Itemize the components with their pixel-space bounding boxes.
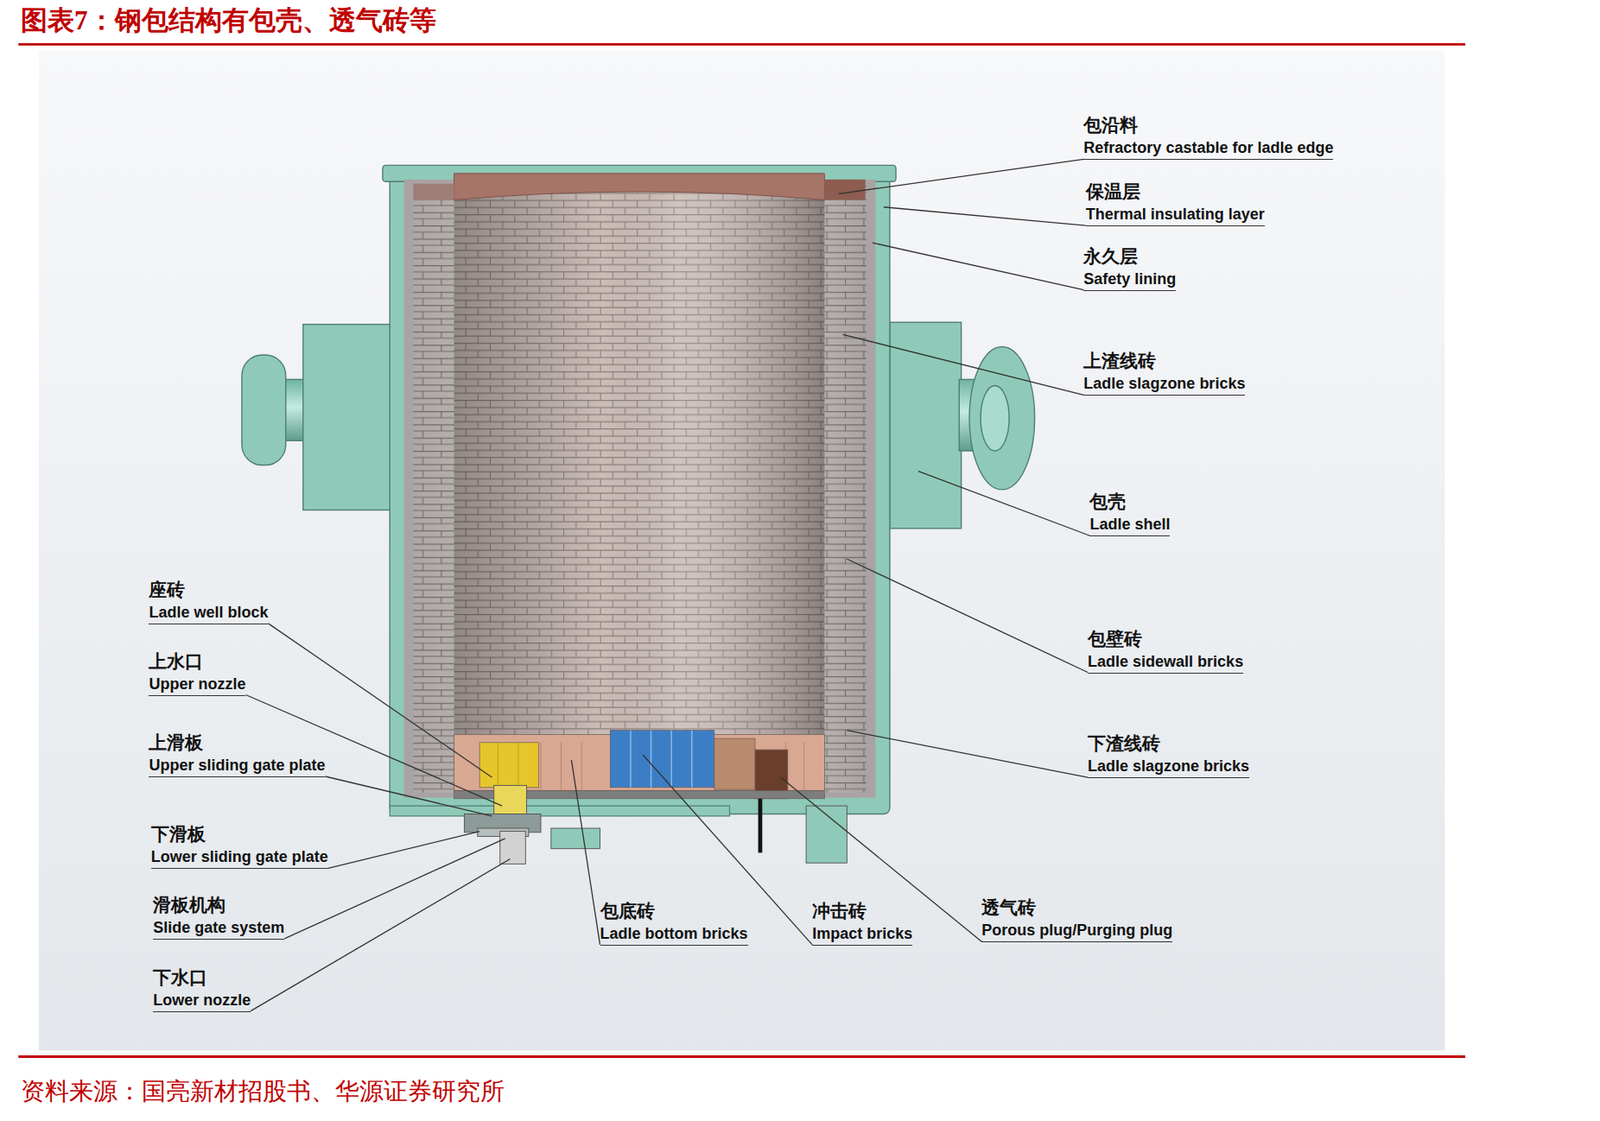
ladle-part [980, 385, 1010, 451]
leader-line [846, 730, 1088, 779]
ladle-part [500, 831, 527, 865]
leader-line [843, 334, 1085, 395]
leader-line [780, 777, 983, 942]
leader-line [324, 776, 492, 817]
ladle-part [303, 324, 392, 511]
ladle-part [241, 355, 286, 466]
part-name-en: Ladle sidewall bricks [1087, 653, 1244, 674]
ladle-part [412, 184, 454, 201]
part-name-en: Lower sliding gate plate [151, 848, 329, 870]
slide-gate [463, 785, 847, 864]
gas-tube [758, 799, 763, 854]
leader-line [883, 207, 1086, 226]
part-name-en: Ladle slagzone bricks [1087, 757, 1250, 779]
ladle-part [551, 828, 601, 850]
leader-line [872, 242, 1084, 291]
part-name-zh: 下渣线砖 [1087, 733, 1161, 755]
ladle-part [609, 730, 714, 788]
part-name-zh: 包沿料 [1083, 114, 1138, 136]
part-name-zh: 下水口 [152, 967, 208, 989]
part-name-en: Thermal insulating layer [1085, 205, 1265, 227]
part-name-zh: 包底砖 [600, 901, 655, 922]
part-name-en: Ladle well block [148, 603, 268, 625]
ladle-part [714, 738, 756, 790]
title: 图表7：钢包结构有包壳、透气砖等 [20, 5, 437, 37]
part-name-en: Ladle slagzone bricks [1083, 374, 1245, 396]
part-name-zh: 滑板机构 [152, 895, 226, 916]
part-name-zh: 透气砖 [981, 897, 1036, 919]
part-name-zh: 上水口 [148, 651, 204, 673]
part-name-en: Upper sliding gate plate [148, 756, 325, 778]
part-name-zh: 上渣线砖 [1083, 350, 1156, 372]
ladle-part [454, 175, 826, 737]
rule-line [18, 1055, 1466, 1059]
ladle-part [497, 742, 519, 788]
part-name-en: Slide gate system [152, 919, 285, 940]
part-name-en: Ladle shell [1089, 515, 1170, 537]
part-name-en: Upper nozzle [148, 675, 246, 697]
ladle-part [824, 179, 865, 201]
leader-line [571, 760, 600, 946]
ladle-part [479, 742, 540, 788]
leader-line [846, 558, 1088, 673]
leader-line [328, 831, 480, 870]
rule-line [18, 43, 1466, 46]
leader-line [918, 471, 1090, 537]
part-name-zh: 保温层 [1085, 181, 1141, 203]
part-name-zh: 永久层 [1083, 246, 1138, 267]
panel-ground [38, 50, 1446, 1051]
leader-line [642, 755, 813, 946]
ladle-part [389, 173, 890, 815]
part-name-zh: 包壳 [1089, 491, 1126, 513]
part-name-en: Porous plug/Purging plug [981, 921, 1173, 943]
part-name-en: Safety lining [1083, 270, 1176, 292]
part-name-en: Impact bricks [812, 925, 913, 947]
part-name-zh: 包壁砖 [1087, 628, 1143, 650]
leader-line [250, 859, 510, 1012]
part-name-en: Lower nozzle [152, 991, 251, 1013]
ladle-shell [382, 165, 896, 817]
leader-line [838, 158, 1084, 194]
ladle-part [630, 730, 693, 788]
caption: 资料来源：国亮新材招股书、华源证券研究所 [20, 1078, 505, 1106]
ladle-part [494, 785, 527, 814]
part-name-zh: 上滑板 [148, 732, 204, 754]
ladle-part [389, 806, 730, 817]
leader-line [245, 695, 502, 807]
leader-line [267, 623, 492, 778]
working-lining [412, 173, 865, 737]
ladle-part [454, 173, 826, 201]
part-name-en: Ladle bottom bricks [600, 925, 749, 947]
part-name-zh: 冲击砖 [812, 901, 867, 922]
part-name-zh: 下滑板 [151, 824, 206, 845]
ladle-part [889, 322, 962, 529]
part-name-en: Refractory castable for ladle edge [1083, 139, 1334, 160]
ladle-part [454, 175, 826, 737]
part-name-zh: 座砖 [148, 579, 185, 601]
